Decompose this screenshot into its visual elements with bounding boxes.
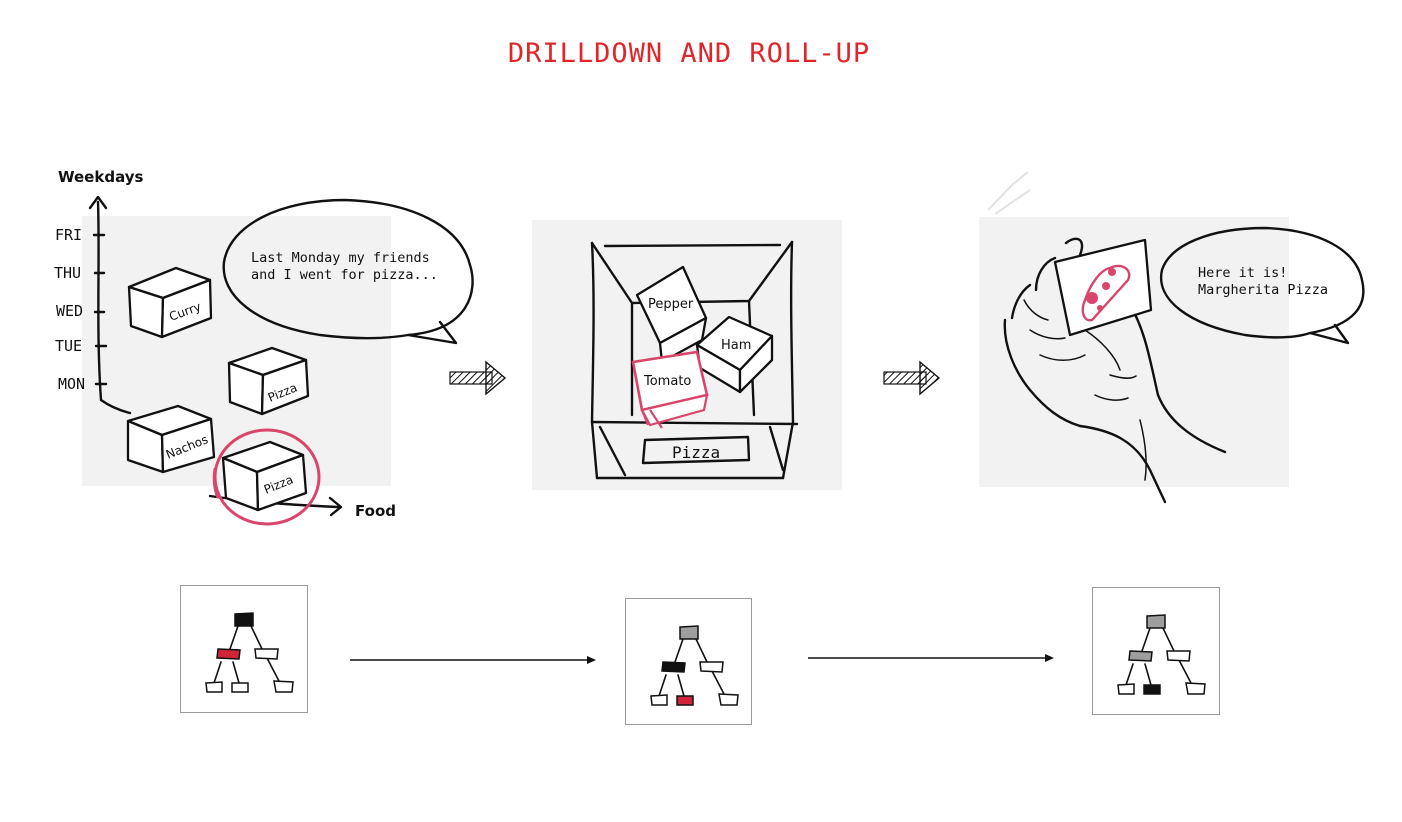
cube-nachos: Nachos — [126, 404, 216, 474]
box-pepper: Pepper — [635, 265, 708, 364]
page-title: DRILLDOWN AND ROLL-UP — [507, 38, 871, 69]
box-tomato: Tomato — [631, 350, 709, 429]
hatched-arrow-2 — [883, 360, 941, 396]
tree-thumbnail-2 — [625, 598, 752, 725]
tree-node-root — [234, 612, 254, 627]
x-axis-label: Food — [355, 502, 396, 520]
y-axis-label: Weekdays — [58, 168, 144, 186]
hierarchy-tree-icon — [205, 612, 294, 693]
speech-bubble-1 — [222, 198, 474, 345]
sparkle-marks — [987, 171, 1031, 215]
speech-bubble-2 — [1159, 226, 1365, 345]
tree-node-root — [679, 625, 699, 640]
speech-text: and I went for pizza... — [251, 267, 438, 283]
selection-circle-stroke — [212, 467, 220, 499]
tree-node — [1128, 650, 1153, 662]
weekday-label: MON — [58, 375, 85, 393]
box-right-edge — [781, 240, 795, 480]
tree-node — [273, 680, 294, 693]
ingredient-label: Pepper — [648, 297, 694, 312]
tree-node — [231, 682, 249, 693]
tree-node — [699, 661, 724, 673]
tree-node — [650, 694, 668, 706]
weekday-label: THU — [54, 264, 81, 282]
tree-thumbnail-1 — [180, 585, 308, 713]
speech-text: Here it is! — [1198, 265, 1287, 281]
box-left-edge — [590, 241, 599, 480]
container-label: Pizza — [672, 443, 720, 462]
tree-arrow-1 — [350, 656, 596, 664]
x-axis-arrowhead — [328, 496, 343, 517]
tree-node — [205, 681, 223, 693]
tree-node — [676, 695, 694, 706]
tree-node — [661, 661, 686, 673]
speech-text: Last Monday my friends — [251, 250, 430, 266]
pizza-slice-icon — [1081, 264, 1131, 322]
panel-result: Here it is! Margherita Pizza — [979, 171, 1365, 504]
pizza-card — [1053, 238, 1153, 337]
tree-node — [1117, 683, 1135, 695]
tree-arrow-2 — [808, 654, 1054, 662]
ingredient-label: Ham — [721, 338, 751, 353]
box-front-top — [590, 420, 799, 426]
y-axis-arrowhead — [88, 195, 108, 210]
tree-node — [1185, 682, 1206, 695]
weekday-ticks — [92, 233, 108, 386]
tree-node — [216, 648, 241, 660]
speech-text: Margherita Pizza — [1198, 282, 1328, 298]
tree-node-root — [1146, 614, 1166, 629]
panel-ingredients: Pizza Pepper Ham Tomato — [532, 220, 842, 490]
box-front-corners — [598, 425, 785, 477]
y-axis-line — [96, 200, 132, 415]
tree-node — [1166, 650, 1191, 662]
tree-node — [1143, 684, 1161, 695]
hierarchy-tree-icon — [650, 625, 739, 706]
hatched-arrow-1 — [449, 360, 507, 396]
weekday-label: FRI — [55, 226, 82, 244]
pizza-label-plate — [641, 435, 751, 465]
weekday-label: WED — [56, 302, 83, 320]
panel-food-cube: Weekdays Food FRI THU WED TUE MON Curry — [54, 168, 474, 526]
box-ham: Ham — [695, 315, 774, 394]
weekday-label: TUE — [55, 337, 82, 355]
hand-illustration — [1003, 237, 1227, 504]
tree-node — [718, 693, 739, 706]
box-back-edge — [603, 243, 782, 248]
ingredient-label: Tomato — [643, 374, 691, 389]
hierarchy-tree-icon — [1117, 614, 1206, 695]
cube-curry: Curry — [127, 266, 213, 339]
cube-pizza-top: Pizza — [227, 346, 310, 416]
cube-pizza-selected: Pizza — [221, 440, 308, 512]
tree-node — [254, 648, 279, 660]
tree-thumbnail-3 — [1092, 587, 1220, 715]
